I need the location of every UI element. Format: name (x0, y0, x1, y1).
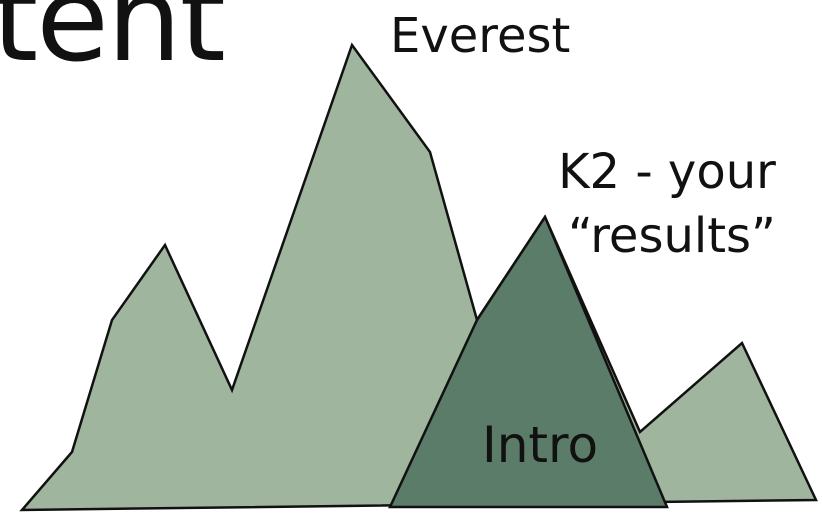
intro-label: Intro (482, 416, 599, 474)
k2-label-line2: “results” (568, 208, 776, 264)
intro-peak-dark (388, 214, 669, 509)
k2-label: K2 - your “results” (558, 140, 776, 268)
slide-title-fragment: tent (0, 0, 226, 88)
k2-label-line1: K2 - your (558, 144, 776, 200)
mountain-range-light (19, 42, 818, 512)
everest-label: Everest (390, 8, 571, 64)
